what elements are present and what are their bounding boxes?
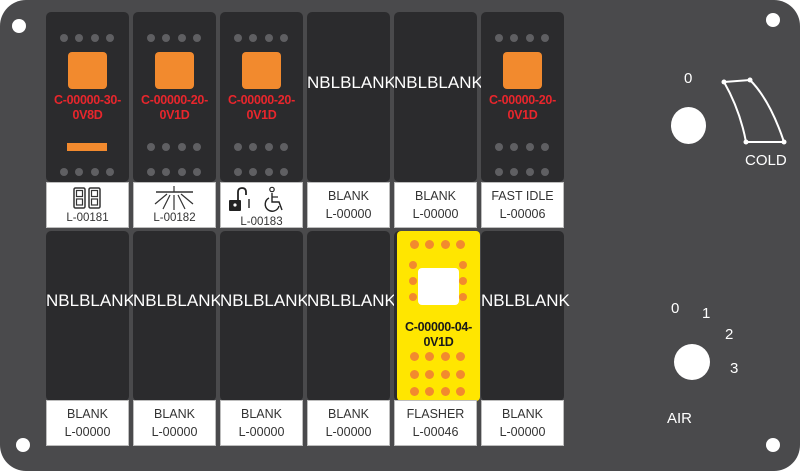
indicator-dots-bottom xyxy=(495,168,550,176)
nbl-blank-text: NBLBLANK xyxy=(46,291,135,310)
label-part-number: L-00182 xyxy=(153,212,196,224)
switch-slot-9[interactable]: NBLBLANK xyxy=(220,231,309,401)
mount-hole-top-right xyxy=(766,13,780,27)
switch-label-4: BLANK L-00000 xyxy=(307,182,390,228)
switch-slot-8[interactable]: NBLBLANK xyxy=(133,231,222,401)
lock-wheelchair-icon xyxy=(229,186,283,212)
temp-zero-label: 0 xyxy=(684,70,693,87)
mount-hole-bottom-left xyxy=(16,438,30,452)
indicator-dots-top xyxy=(60,34,115,42)
air-position-0: 0 xyxy=(671,300,680,317)
switch-label-7: BLANK L-00000 xyxy=(46,400,129,446)
switch-code: C-00000-04-0V1D xyxy=(405,320,472,349)
dual-rocker-icon xyxy=(73,187,101,209)
switch-label-8: BLANK L-00000 xyxy=(133,400,216,446)
rocker-switch-1[interactable]: C-00000-30-0V8D xyxy=(46,12,129,182)
switch-slot-4[interactable]: NBLBLANK xyxy=(307,12,396,182)
indicator-lamp xyxy=(242,52,281,89)
indicator-dots-row3 xyxy=(410,387,465,396)
switch-slot-10[interactable]: NBLBLANK xyxy=(307,231,396,401)
nbl-blank-text: NBLBLANK xyxy=(481,291,570,310)
rocker-switch-fast-idle[interactable]: C-00000-20-0V1D xyxy=(481,12,564,182)
switch-code: C-00000-20-0V1D xyxy=(141,93,208,122)
indicator-dots-middle xyxy=(495,143,550,151)
air-position-3: 3 xyxy=(730,360,739,377)
air-position-1: 1 xyxy=(702,305,711,322)
nbl-blank-text: NBLBLANK xyxy=(307,73,396,92)
indicator-dots-bottom xyxy=(234,168,289,176)
cold-range-icon xyxy=(721,77,787,145)
indicator-lamp xyxy=(418,268,459,305)
switch-label-5: BLANK L-00000 xyxy=(394,182,477,228)
indicator-dots-middle xyxy=(234,143,289,151)
flasher-switch[interactable]: C-00000-04-0V1D xyxy=(397,231,480,401)
label-part-number: L-00183 xyxy=(240,216,283,228)
switch-code: C-00000-20-0V1D xyxy=(489,93,556,122)
switch-label-6: FAST IDLE L-00006 xyxy=(481,182,564,228)
indicator-lamp xyxy=(503,52,542,89)
switch-label-11: FLASHER L-00046 xyxy=(394,400,477,446)
nbl-blank-text: NBLBLANK xyxy=(220,291,309,310)
indicator-dots-top xyxy=(410,240,465,249)
rocker-switch-2[interactable]: C-00000-20-0V1D xyxy=(133,12,216,182)
switch-label-10: BLANK L-00000 xyxy=(307,400,390,446)
switch-slot-7[interactable]: NBLBLANK xyxy=(46,231,135,401)
switch-slot-5[interactable]: NBLBLANK xyxy=(394,12,483,182)
air-control-knob[interactable] xyxy=(674,344,710,380)
switch-code: C-00000-20-0V1D xyxy=(228,93,295,122)
indicator-lamp xyxy=(155,52,194,89)
air-label: AIR xyxy=(667,410,693,427)
switch-label-1: L-00181 xyxy=(46,182,129,228)
indicator-dots-row1 xyxy=(410,352,465,361)
indicator-dots-bottom xyxy=(60,168,115,176)
temp-control-knob[interactable] xyxy=(671,107,706,144)
indicator-dots-row2 xyxy=(410,370,465,379)
indicator-dots-bottom xyxy=(147,168,202,176)
nbl-blank-text: NBLBLANK xyxy=(307,291,396,310)
mount-hole-top-left xyxy=(12,19,26,33)
switch-label-12: BLANK L-00000 xyxy=(481,400,564,446)
switch-slot-12[interactable]: NBLBLANK xyxy=(481,231,570,401)
switch-slot-6[interactable]: C-00000-20-0V1D xyxy=(481,12,564,182)
mount-hole-bottom-right xyxy=(766,438,780,452)
cold-label: COLD xyxy=(745,152,787,169)
nbl-blank-text: NBLBLANK xyxy=(394,73,483,92)
switch-label-2: L-00182 xyxy=(133,182,216,228)
indicator-dots-top xyxy=(495,34,550,42)
switch-slot-1[interactable]: C-00000-30-0V8D xyxy=(46,12,129,182)
indicator-dots-top xyxy=(147,34,202,42)
switch-label-9: BLANK L-00000 xyxy=(220,400,303,446)
indicator-lamp xyxy=(68,52,107,89)
rocker-switch-3[interactable]: C-00000-20-0V1D xyxy=(220,12,303,182)
switch-slot-2[interactable]: C-00000-20-0V1D xyxy=(133,12,216,182)
indicator-bar xyxy=(67,143,107,151)
indicator-dots-top xyxy=(234,34,289,42)
light-beam-icon xyxy=(154,186,194,210)
label-part-number: L-00181 xyxy=(66,212,109,224)
switch-label-3: L-00183 xyxy=(220,182,303,228)
nbl-blank-text: NBLBLANK xyxy=(133,291,222,310)
switch-code: C-00000-30-0V8D xyxy=(54,93,121,122)
switch-slot-3[interactable]: C-00000-20-0V1D xyxy=(220,12,303,182)
indicator-dots-middle xyxy=(147,143,202,151)
air-position-2: 2 xyxy=(725,326,734,343)
